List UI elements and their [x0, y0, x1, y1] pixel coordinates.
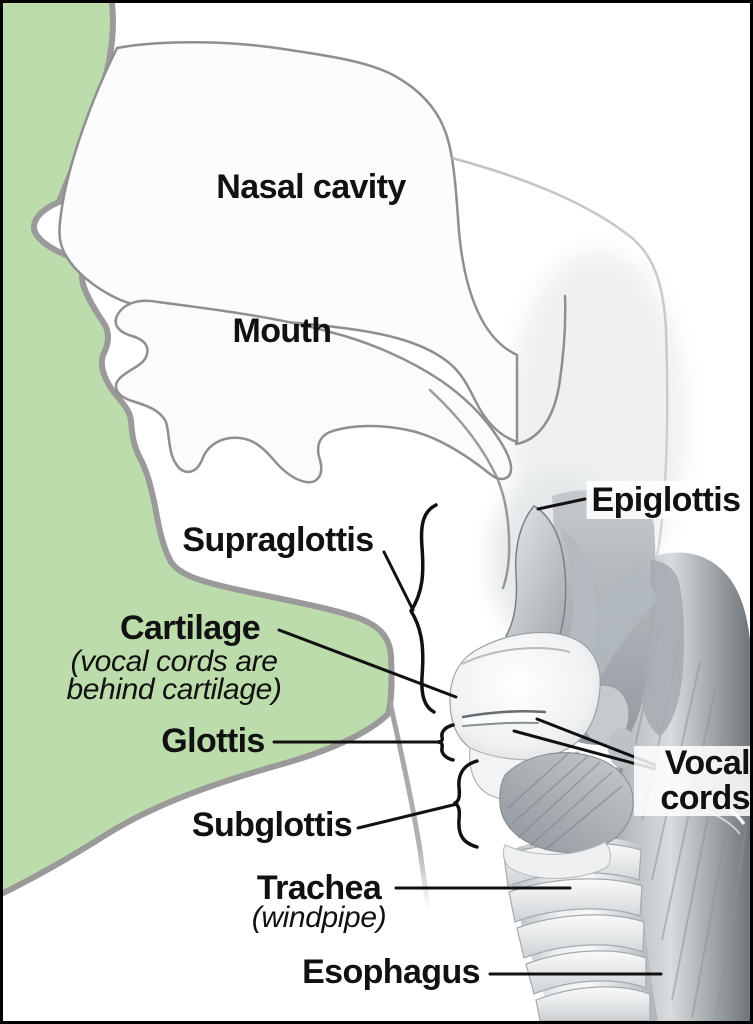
vocal-cords-leader-line-lower: [512, 729, 657, 771]
nasal-cavity-shape: [58, 41, 519, 444]
label-cartilage: Cartilage: [119, 609, 261, 647]
neck-front-line: [387, 699, 431, 911]
label-vocal-cords: Vocal cords: [634, 746, 751, 816]
laryngeal-muscle-shape: [499, 751, 634, 854]
cricoid-arch-shape: [502, 841, 611, 879]
epiglottis-leader-line: [536, 497, 587, 511]
label-subglottis: Subglottis: [191, 806, 353, 844]
label-esophagus: Esophagus: [302, 953, 480, 991]
label-cartilage-note-line1: (vocal cords are: [70, 645, 278, 678]
head-silhouette: [3, 3, 392, 893]
label-supraglottis: Supraglottis: [182, 521, 374, 559]
cartilage-leader-line: [277, 628, 458, 699]
mouth-shape: [114, 299, 513, 484]
supraglottis-leader-line: [382, 550, 415, 612]
thyroid-cartilage-shape: [449, 631, 601, 762]
trachea-ring: [516, 914, 645, 959]
glottis-brace: [436, 723, 455, 762]
subglottis-brace: [453, 759, 479, 849]
label-glottis: Glottis: [161, 722, 265, 760]
label-mouth: Mouth: [232, 312, 333, 350]
subglottis-leader-line: [356, 802, 459, 830]
label-trachea: Trachea: [256, 869, 382, 907]
trachea-ring: [535, 986, 651, 1022]
soft-palate-curve: [514, 294, 567, 446]
label-cartilage-note-line2: behind cartilage): [66, 673, 282, 706]
supraglottis-brace: [409, 503, 438, 714]
face-profile-outline: [0, 0, 395, 896]
label-trachea-note: (windpipe): [251, 901, 387, 934]
tongue-base-line: [428, 388, 511, 590]
trachea-ring: [508, 878, 643, 923]
label-epiglottis: Epiglottis: [586, 481, 746, 519]
label-nasal-cavity: Nasal cavity: [216, 168, 406, 206]
epiglottis-fold: [546, 530, 596, 673]
